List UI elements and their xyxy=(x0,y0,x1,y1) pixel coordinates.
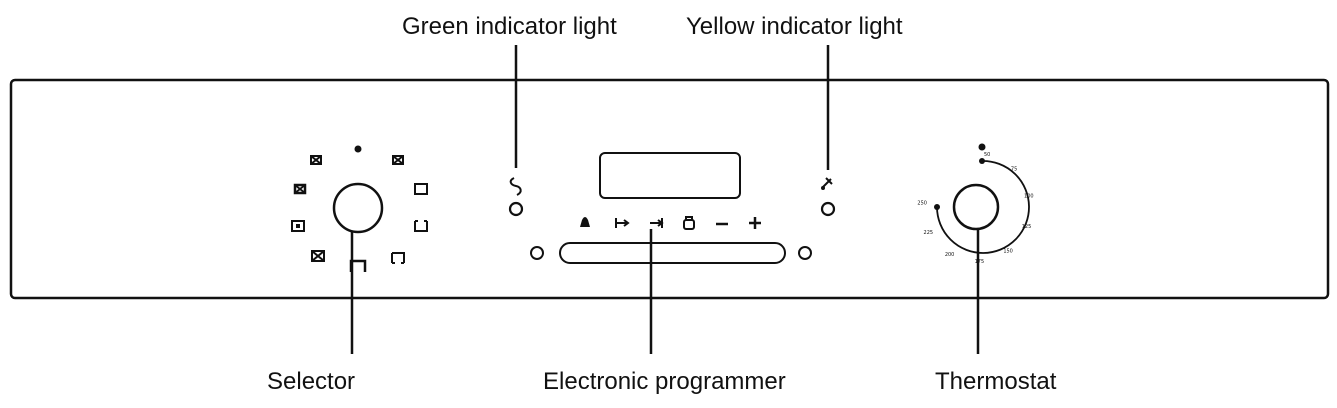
thermostat-scale-labels: 50 75 100 125 150 175 200 225 250 xyxy=(917,152,1033,265)
full-grill-icon xyxy=(392,155,404,165)
bell-icon[interactable] xyxy=(580,217,590,227)
green-indicator-group xyxy=(508,45,524,217)
green-indicator-light xyxy=(508,201,524,217)
thermostat-label: Thermostat xyxy=(935,368,1057,395)
top-bottom-heat-icon xyxy=(414,183,428,195)
oven-light-dot-icon xyxy=(354,145,362,153)
plus-icon[interactable] xyxy=(749,217,761,229)
thermostat-scale-label: 125 xyxy=(1022,224,1032,230)
yellow-indicator-group xyxy=(820,45,836,217)
selector-label: Selector xyxy=(267,368,356,395)
end-of-cooking-icon[interactable] xyxy=(650,218,664,228)
cooking-duration-icon[interactable] xyxy=(615,218,630,228)
defrost-fan-icon xyxy=(291,220,305,232)
grill-fan-icon xyxy=(310,155,322,165)
yellow-indicator-light xyxy=(820,201,836,217)
programmer-right-button[interactable] xyxy=(798,246,812,260)
thermostat-knob[interactable] xyxy=(952,183,1000,231)
oven-control-panel xyxy=(9,78,1330,300)
bottom-heat-icon xyxy=(414,220,428,232)
thermostat-scale-label: 250 xyxy=(917,200,927,206)
thermostat-scale-label: 75 xyxy=(1011,167,1017,173)
bottom-heat-fan-icon xyxy=(293,183,307,195)
thermostat-off-dot-icon xyxy=(978,143,986,151)
thermostat-scale-label: 150 xyxy=(1003,248,1013,254)
thermostat-scale-label: 50 xyxy=(984,152,990,158)
bottom-element-fan-icon xyxy=(391,252,405,264)
programmer-display xyxy=(599,152,741,199)
programmer-left-button[interactable] xyxy=(530,246,544,260)
thermostat-scale-label: 225 xyxy=(924,230,934,236)
thermostat-scale-label: 100 xyxy=(1024,194,1034,200)
thermostat-scale-label: 200 xyxy=(945,252,955,258)
programmer-touch-strip[interactable] xyxy=(559,242,786,264)
thermostat-scale-label: 175 xyxy=(975,259,985,265)
electronic-programmer-group xyxy=(530,152,812,354)
yellow-indicator-light-label: Yellow indicator light xyxy=(686,13,903,40)
thermometer-icon xyxy=(821,177,833,190)
thermostat-scale-arc xyxy=(936,160,1030,254)
selector-knob[interactable] xyxy=(332,182,384,234)
selector-knob-group xyxy=(291,145,428,354)
electronic-programmer-label: Electronic programmer xyxy=(543,368,786,395)
green-indicator-light-label: Green indicator light xyxy=(402,13,617,40)
manual-icon[interactable] xyxy=(683,216,695,230)
top-heat-icon xyxy=(311,250,325,262)
thermostat-group: 50 75 100 125 150 175 200 225 250 xyxy=(917,143,1034,354)
power-wave-icon xyxy=(509,177,522,196)
